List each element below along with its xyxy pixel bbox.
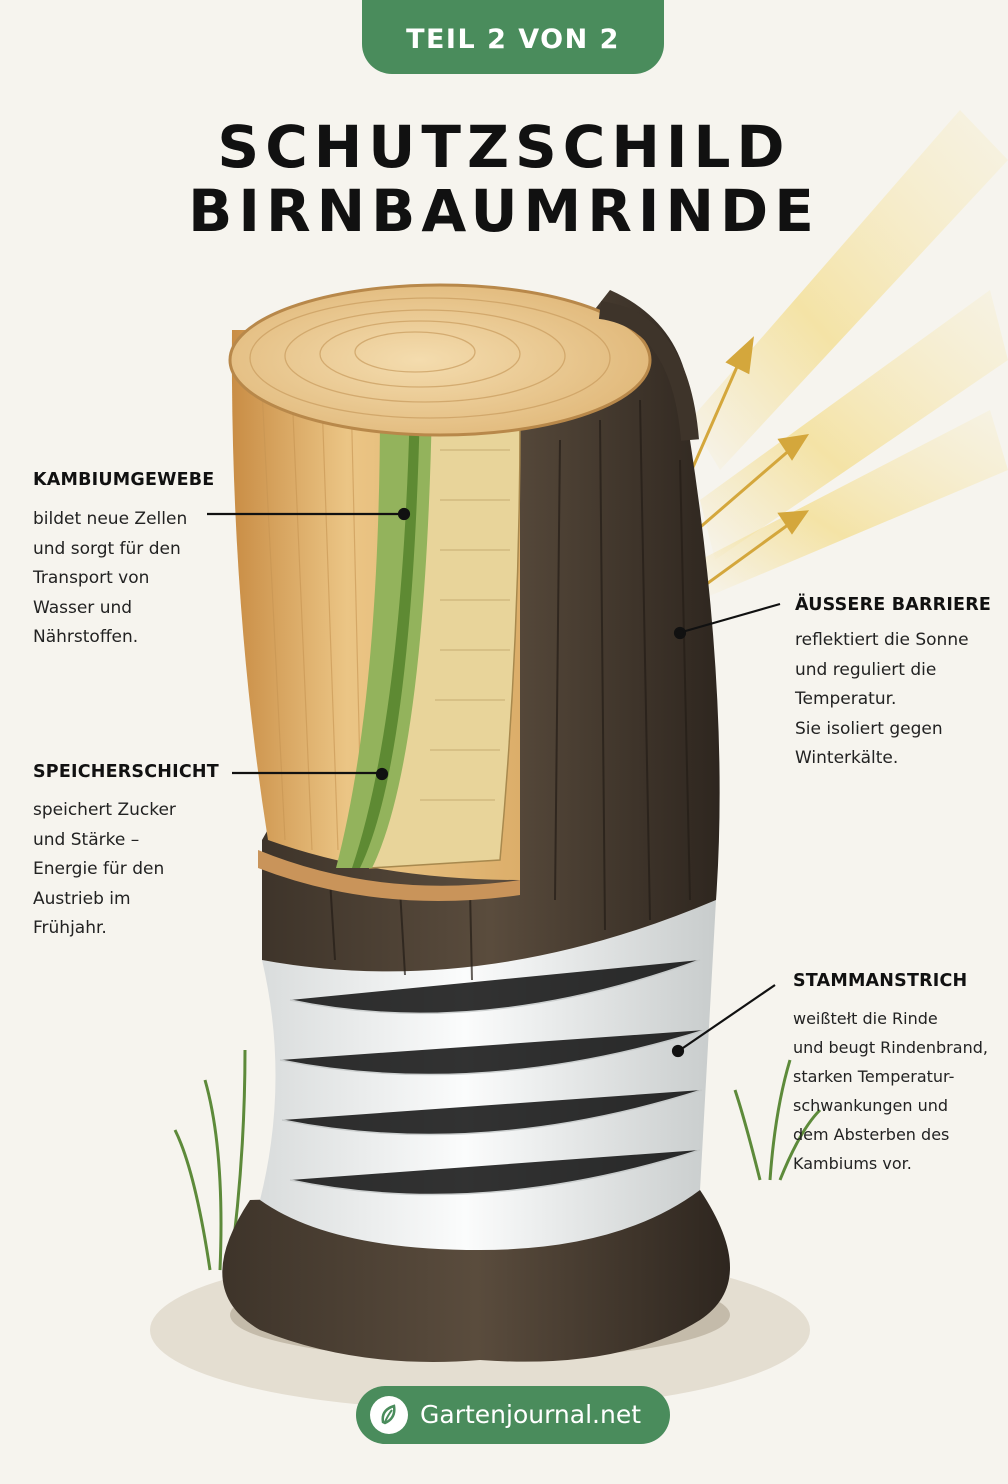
footer-brand-pill[interactable]: Gartenjournal.net: [356, 1386, 670, 1444]
kambium-heading: KAMBIUMGEWEBE: [33, 470, 215, 490]
pointer-lines: [207, 507, 781, 1058]
barriere-description: reflektiert die Sonne und reguliert die …: [795, 630, 969, 768]
speicher-heading: SPEICHERSCHICHT: [33, 762, 219, 782]
part-badge: TEIL 2 VON 2: [362, 0, 664, 74]
sun-rays: [690, 110, 1008, 600]
barriere-heading: ÄUSSERE BARRIERE: [795, 595, 992, 615]
page-title-line1: SCHUTZSCHILD: [217, 113, 791, 181]
footer-brand-text: Gartenjournal.net: [420, 1400, 642, 1429]
cut-surface: [228, 283, 652, 437]
anstrich-heading: STAMMANSTRICH: [793, 971, 968, 991]
anstrich-description: weißtełt die Rinde und beugt Rindenbrand…: [793, 1009, 988, 1173]
speicher-description: speichert Zucker und Stärke – Energie fü…: [33, 800, 176, 938]
page-title-line2: BIRNBAUMRINDE: [188, 177, 820, 245]
kambium-description: bildet neue Zellen und sorgt für den Tra…: [33, 509, 188, 647]
leaf-icon: [370, 1396, 408, 1434]
